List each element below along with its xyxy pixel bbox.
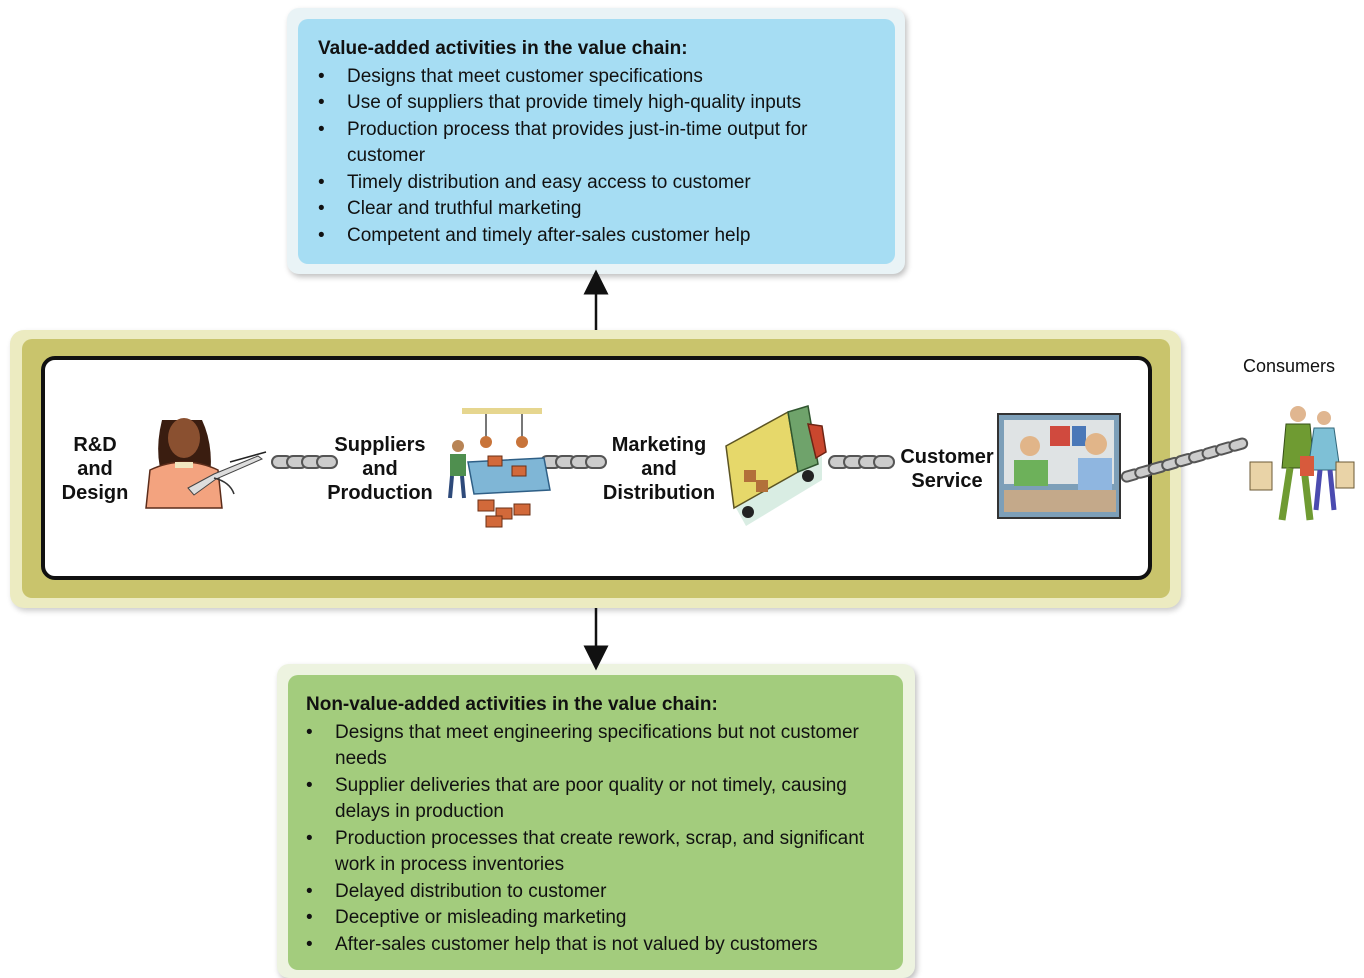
consumers-label: Consumers [1243,356,1336,376]
value-added-box: Value-added activities in the value chai… [298,19,895,264]
list-item: Clear and truthful marketing [318,196,875,223]
list-item: Delayed distribution to customer [306,879,885,906]
list-item: Competent and timely after-sales custome… [318,223,875,250]
chain-link-icon [540,455,607,469]
list-item: Use of suppliers that provide timely hig… [318,90,875,117]
service-counter-icon [997,413,1121,519]
non-value-added-title: Non-value-added activities in the value … [306,694,718,715]
shoppers-icon [1249,406,1355,521]
stage-label-customer-service: Customer Service [900,446,994,492]
list-item: Supplier deliveries that are poor qualit… [306,773,885,826]
list-item: After-sales customer help that is not va… [306,932,885,959]
value-added-title: Value-added activities in the value chai… [318,38,688,59]
list-item: Timely distribution and easy access to c… [318,170,875,197]
list-item: Deceptive or misleading marketing [306,905,885,932]
chain-link-icon [271,455,338,469]
chain-link-icon [1120,437,1249,483]
production-conveyor-icon [448,408,551,528]
list-item: Designs that meet engineering specificat… [306,720,885,773]
stage-label-rnd-design: R&D and Design [61,434,129,504]
list-item: Designs that meet customer specification… [318,64,875,91]
list-item: Production process that provides just-in… [318,117,875,170]
non-value-added-box: Non-value-added activities in the value … [288,675,903,970]
non-value-added-list: Designs that meet engineering specificat… [306,720,885,959]
stage-label-suppliers-production: Suppliers and Production [327,434,433,504]
chain-link-icon [828,455,895,469]
designer-at-computer-icon [145,418,267,509]
value-added-list: Designs that meet customer specification… [318,64,875,250]
list-item: Production processes that create rework,… [306,826,885,879]
delivery-truck-icon [725,405,827,526]
stage-label-marketing-distribution: Marketing and Distribution [602,434,716,504]
